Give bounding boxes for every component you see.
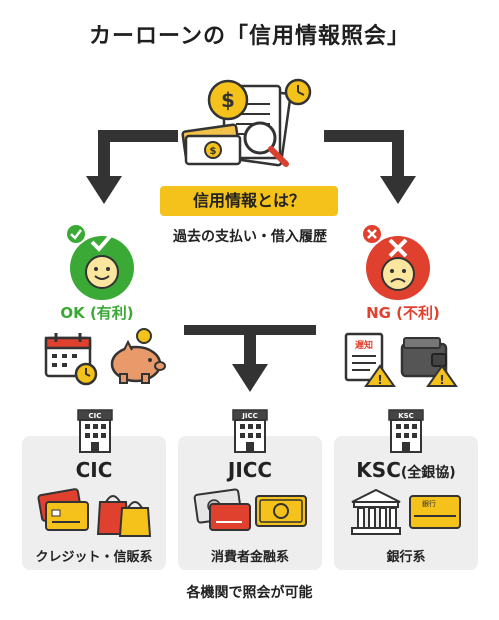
- cic-building-icon: CIC: [77, 409, 113, 453]
- ng-sad-face-icon: [361, 223, 430, 300]
- ok-label: OK (有利): [60, 304, 134, 322]
- agency-name-cic: CIC: [75, 458, 113, 482]
- svg-text:$: $: [210, 146, 217, 157]
- agency-caption-cic: クレジット・信販系: [35, 550, 153, 565]
- late-notice-icon: 遅知 !: [344, 332, 396, 387]
- ksc-building-tag: KSC: [398, 412, 414, 420]
- svg-text:!: !: [377, 373, 382, 387]
- bank-and-card-icon: 銀行: [351, 488, 461, 535]
- center-branch-arrow: [184, 325, 316, 392]
- agency-caption-jicc: 消費者金融系: [210, 550, 289, 565]
- late-notice-text: 遅知: [355, 339, 373, 351]
- empty-wallet-icon: !: [400, 337, 458, 387]
- footer-note: 各機関で照会が可能: [186, 585, 313, 601]
- calendar-icon: [44, 333, 98, 386]
- credit-report-illustration: $ $: [181, 78, 312, 167]
- ng-label: NG (不利): [366, 304, 440, 322]
- arrow-to-ng: [324, 130, 416, 204]
- agency-caption-ksc: 銀行系: [386, 550, 426, 565]
- jicc-building-icon: JICC: [232, 409, 268, 453]
- svg-text:$: $: [221, 88, 235, 112]
- agency-name-jicc: JICC: [227, 458, 273, 482]
- piggy-bank-icon: [110, 328, 166, 384]
- ok-smile-face-icon: [65, 223, 134, 300]
- svg-text:!: !: [439, 373, 444, 387]
- bank-card-text: 銀行: [422, 499, 436, 508]
- cash-and-card-icon: [193, 488, 307, 531]
- credit-info-subtitle: 過去の支払い・借入履歴: [173, 229, 327, 245]
- ksc-building-icon: KSC: [388, 409, 424, 453]
- arrow-to-ok: [86, 130, 178, 204]
- credit-cards-shopping-icon: [37, 488, 152, 537]
- agency-name-ksc: KSC(全銀協): [356, 458, 456, 482]
- cic-building-tag: CIC: [89, 412, 102, 420]
- page-title: カーローンの「信用情報照会」: [89, 24, 410, 49]
- jicc-building-tag: JICC: [241, 412, 257, 420]
- credit-info-badge: 信用情報とは？: [160, 186, 338, 216]
